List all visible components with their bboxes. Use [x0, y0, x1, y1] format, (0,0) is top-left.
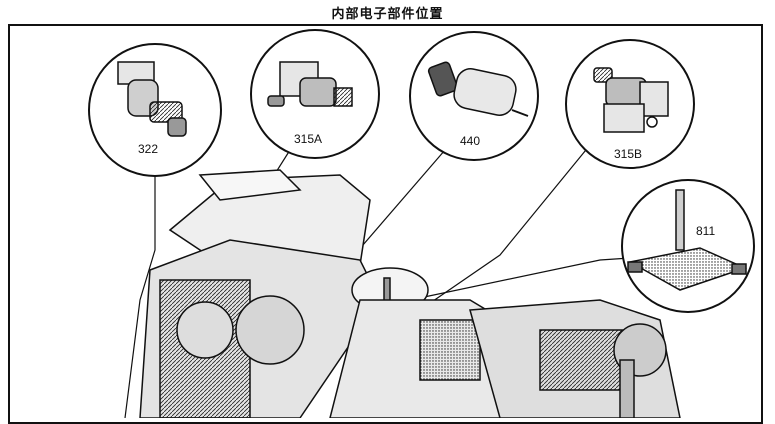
callout-322: 322: [88, 43, 222, 177]
callout-315a: 315A: [250, 29, 380, 159]
callout-label-811: 811: [696, 224, 715, 238]
transmission-assembly: [139, 169, 681, 418]
callout-811: 811: [621, 179, 755, 313]
solenoid-322-icon: [117, 61, 187, 137]
callout-label-315a: 315A: [294, 132, 322, 146]
sensor-440-icon: [427, 61, 529, 117]
callout-label-440: 440: [460, 134, 480, 148]
switch-811-icon: [627, 189, 748, 291]
solenoid-315b-icon: [593, 67, 669, 133]
callout-440: 440: [409, 31, 539, 161]
diagram-title: 内部电子部件位置: [331, 7, 444, 22]
solenoid-315a-icon: [267, 61, 353, 107]
callout-label-315b: 315B: [614, 147, 642, 161]
callout-label-322: 322: [138, 142, 158, 156]
callout-315b: 315B: [565, 39, 695, 169]
